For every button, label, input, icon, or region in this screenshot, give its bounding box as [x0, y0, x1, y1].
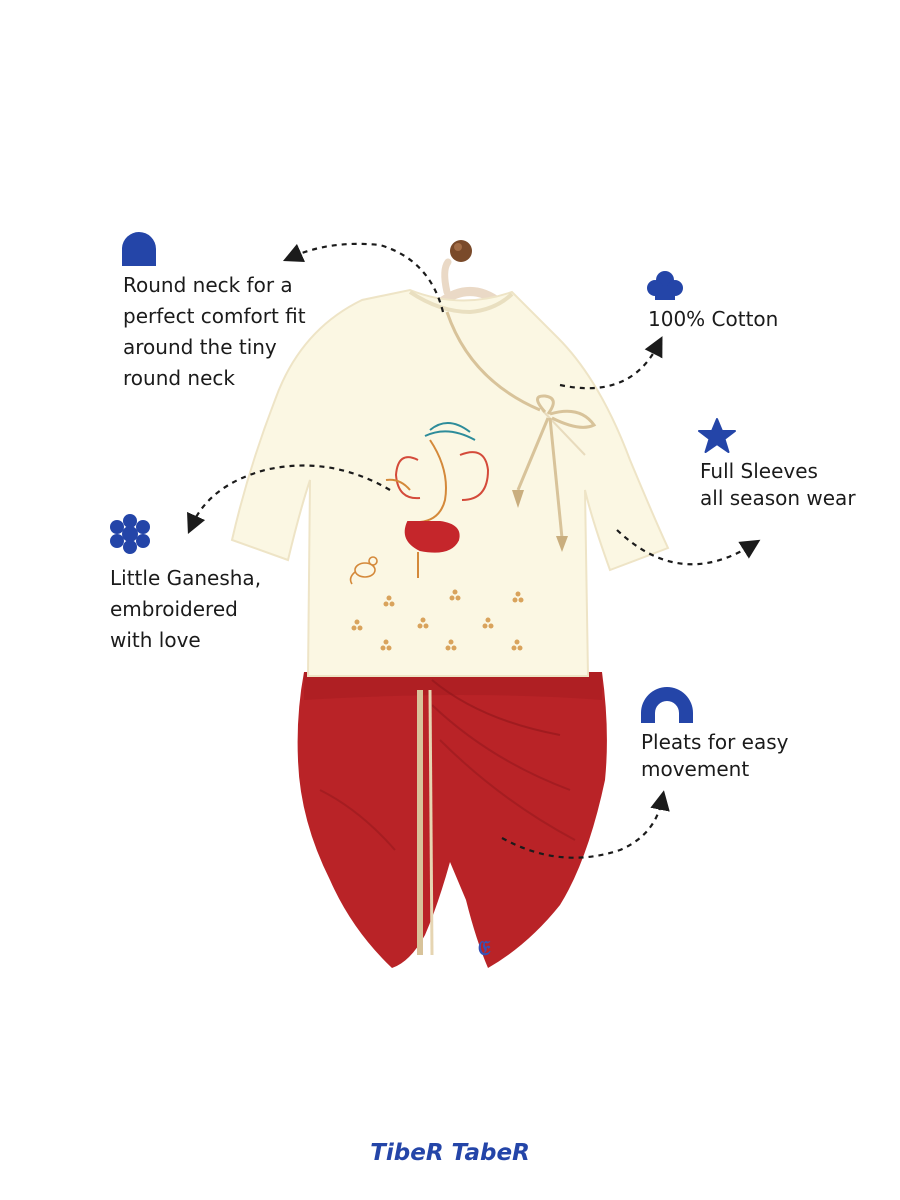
arrow-pleats [501, 790, 670, 859]
feature-neck-text: Round neck for a perfect comfort fit aro… [123, 273, 306, 390]
star-icon [698, 418, 736, 453]
dot-motifs [351, 589, 524, 651]
callout-arrows [187, 242, 761, 859]
brand-logo: TibeR TabeR [0, 1140, 900, 1166]
ganesha-embroidery [385, 422, 490, 578]
dhoti: 𝔈 [297, 672, 607, 968]
arrow-cotton [559, 336, 663, 390]
brand-logo-text: TibeR TabeR [370, 1140, 530, 1166]
quarter-circle-icon [122, 232, 156, 266]
feature-sleeves-text: Full Sleeves all season wear [700, 459, 856, 510]
arrow-sleeves [616, 529, 761, 566]
hanger [435, 240, 505, 308]
svg-text:𝔈: 𝔈 [478, 936, 491, 960]
arch-icon [641, 687, 693, 723]
feature-ganesha-text: Little Ganesha, embroidered with love [110, 566, 262, 652]
feature-pleats-text: Pleats for easy movement [641, 730, 789, 781]
cloud-icon [647, 271, 683, 300]
kurta [230, 288, 670, 677]
flower-icon [110, 514, 150, 554]
feature-cotton-text: 100% Cotton [648, 307, 779, 331]
mouse-embroidery [349, 556, 378, 585]
